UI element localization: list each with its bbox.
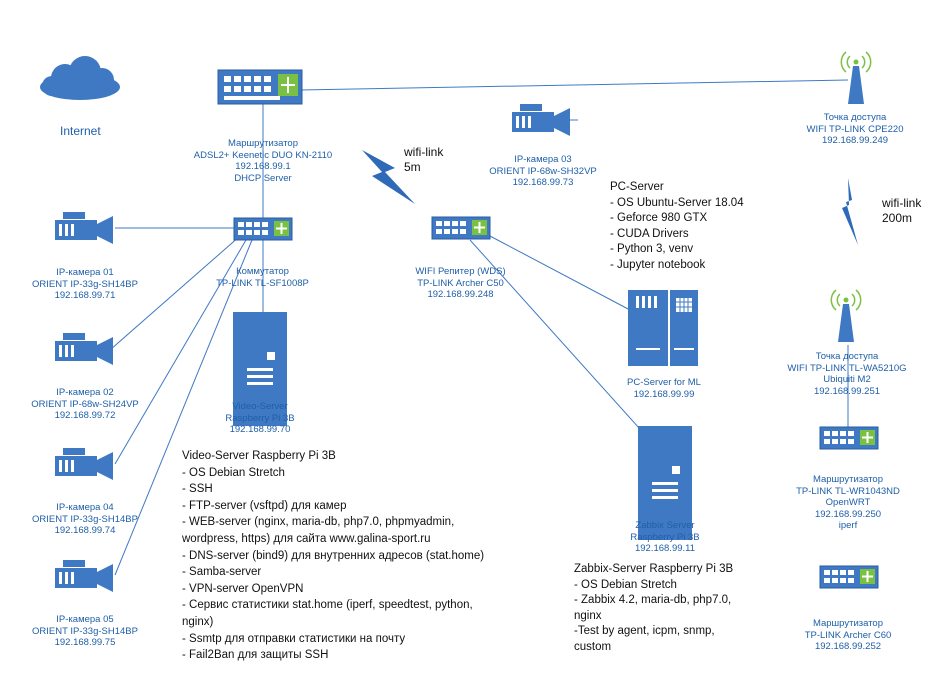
wifi-link-200m-bolt-icon: [842, 178, 858, 245]
link-repeater-zabbix: [469, 239, 649, 439]
zabbix-server-notes: Zabbix-Server Raspberry Pi 3B- OS Debian…: [574, 563, 734, 653]
access-point-1-icon: [840, 51, 872, 105]
camera-02-icon: [55, 333, 113, 365]
link-switch-cam04: [114, 239, 247, 465]
link-router-ap1: [299, 79, 849, 91]
pc-server-icon: [628, 290, 698, 366]
access-point-2-icon: [830, 289, 862, 343]
router-2-icon: [819, 426, 879, 450]
link-repeater-pcserver: [489, 235, 631, 311]
internet-label: Internet: [60, 124, 101, 138]
internet-cloud-icon: [40, 56, 120, 100]
router-3-icon: [819, 565, 879, 589]
repeater-icon: [431, 216, 491, 240]
main-router-icon: [217, 69, 303, 105]
link-switch-cam02: [109, 235, 241, 351]
camera-05-icon: [55, 560, 113, 592]
video-server-notes: Video-Server Raspberry Pi 3B- OS Debian …: [182, 450, 485, 662]
wifi-link-5m-bolt-icon: [362, 150, 415, 204]
camera-01-icon: [55, 212, 113, 244]
link-switch-cam05: [114, 239, 253, 576]
connection-lines: [109, 79, 849, 576]
pc-server-notes: PC-Server- OS Ubuntu-Server 18.04- Gefor…: [610, 181, 744, 271]
camera-04-icon: [55, 448, 113, 480]
switch-icon: [233, 217, 293, 241]
camera-03-icon: [512, 104, 570, 136]
